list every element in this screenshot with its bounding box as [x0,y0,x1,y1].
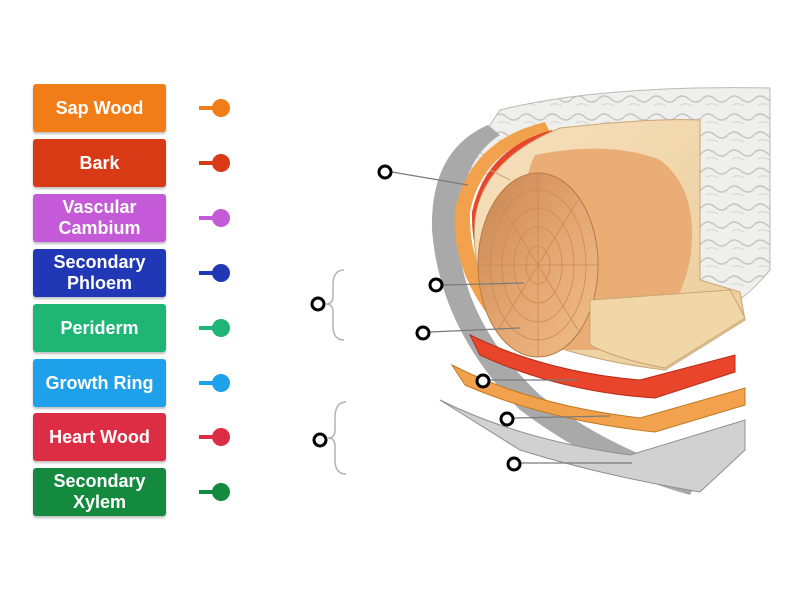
drop-target-1[interactable] [377,164,393,180]
connector-line [199,435,217,439]
label-card-text: Sap Wood [55,97,144,118]
drop-target-6[interactable] [499,411,515,427]
label-card-heart-wood[interactable]: Heart Wood [33,413,230,461]
label-card-secondary-xylem[interactable]: Secondary Xylem [33,468,230,516]
connector-line [199,161,217,165]
drop-target-3[interactable] [310,296,326,312]
bark-end-face [431,125,700,495]
label-card-text: Growth Ring [45,372,154,393]
bracket-lower [327,401,347,475]
label-card-text: Secondary Phloem [53,252,146,293]
connector-line [199,216,217,220]
label-card-sap-wood[interactable]: Sap Wood [33,84,230,132]
label-card-text: Vascular Cambium [58,197,141,238]
label-card-text: Bark [79,152,120,173]
label-card-vascular-cambium[interactable]: Vascular Cambium [33,194,230,242]
label-card-growth-ring[interactable]: Growth Ring [33,359,230,407]
bracket-upper [325,269,345,341]
growth-ring-lines [478,173,598,357]
pin-dot-icon[interactable] [212,154,230,172]
pin-dot-icon[interactable] [212,264,230,282]
label-card-text: Periderm [60,317,139,338]
connector-line [199,326,217,330]
pin-dot-icon[interactable] [212,209,230,227]
drop-target-4[interactable] [415,325,431,341]
periderm-layer [450,363,746,433]
connector-line [199,490,217,494]
cambium-ring [454,122,550,340]
drop-target-5[interactable] [475,373,491,389]
pin-dot-icon[interactable] [212,99,230,117]
bark-layer [439,399,746,493]
connector-line [199,381,217,385]
label-card-text: Secondary Xylem [53,471,146,512]
connector-line [199,106,217,110]
label-card-periderm[interactable]: Periderm [33,304,230,352]
pin-dot-icon[interactable] [212,483,230,501]
drop-target-2[interactable] [428,277,444,293]
label-card-bark[interactable]: Bark [33,139,230,187]
sapwood-tongue [589,289,746,369]
pin-dot-icon[interactable] [212,374,230,392]
label-card-secondary-phloem[interactable]: Secondary Phloem [33,249,230,297]
pin-dot-icon[interactable] [212,428,230,446]
label-card-text: Heart Wood [49,426,150,447]
drop-target-8[interactable] [506,456,522,472]
drop-target-7[interactable] [312,432,328,448]
pin-dot-icon[interactable] [212,319,230,337]
leader-lines [391,171,632,464]
connector-line [199,271,217,275]
phloem-layer [468,333,736,399]
